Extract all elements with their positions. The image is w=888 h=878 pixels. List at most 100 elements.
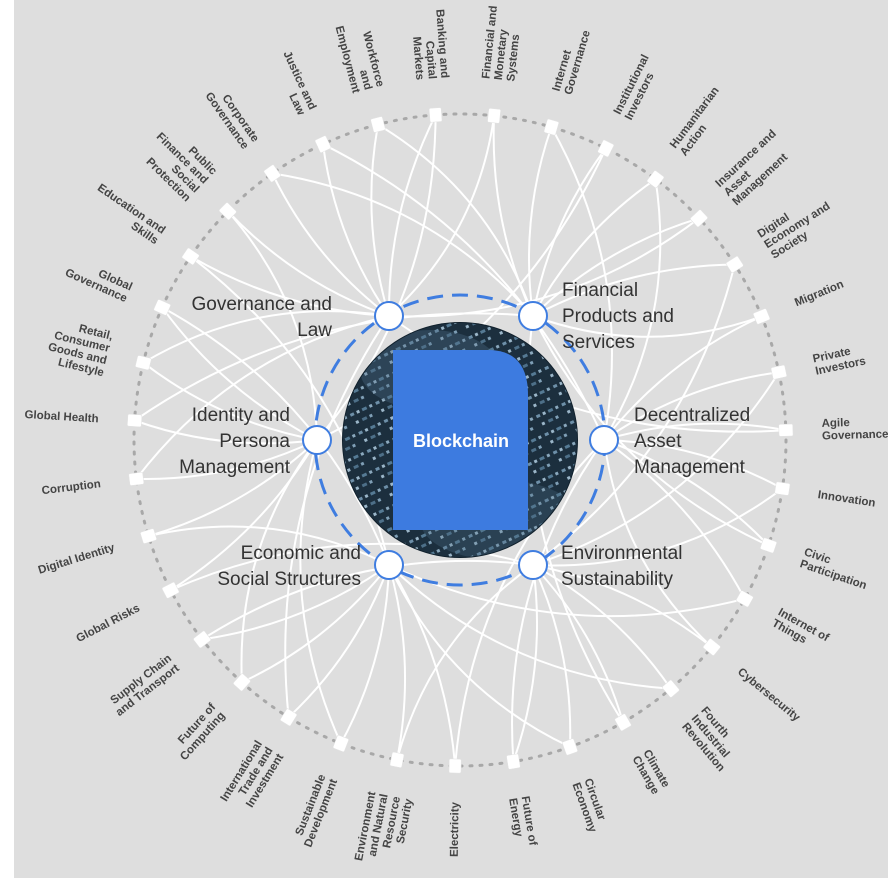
theme-label-line: Sustainability bbox=[561, 569, 673, 590]
connection-banking-and-capital-markets-gov bbox=[387, 114, 437, 317]
topic-node-digital-identity[interactable] bbox=[140, 528, 157, 544]
theme-label-line: Identity and bbox=[192, 405, 290, 426]
connection-institutional-investors-fin bbox=[532, 147, 607, 317]
topic-node-justice-and-law[interactable] bbox=[314, 135, 332, 153]
topic-node-corporate-governance[interactable] bbox=[263, 164, 281, 183]
theme-hub-financial-products-and-services[interactable] bbox=[518, 301, 548, 331]
topic-node-insurance-and-asset-management[interactable] bbox=[690, 209, 708, 228]
topic-node-international-trade-and-investment[interactable] bbox=[280, 708, 298, 727]
connection-digital-identity-idp bbox=[148, 439, 318, 538]
theme-hub-decentralized-asset-management[interactable] bbox=[589, 425, 619, 455]
connection-supply-chain-and-transport-env bbox=[201, 559, 534, 641]
topic-node-financial-and-monetary-systems[interactable] bbox=[487, 108, 501, 124]
topic-node-workforce-and-employment[interactable] bbox=[370, 116, 386, 133]
topic-label-agile-governance[interactable]: AgileGovernance bbox=[821, 416, 888, 443]
topic-node-electricity[interactable] bbox=[448, 758, 462, 774]
topic-node-environment-and-natural-resource-security[interactable] bbox=[389, 751, 405, 768]
topic-node-internet-of-things[interactable] bbox=[735, 590, 754, 608]
topic-label-private-investors[interactable]: PrivateInvestors bbox=[812, 343, 867, 378]
topic-label-environment-and-natural-resource-security[interactable]: Environmentand NaturalResourceSecurity bbox=[353, 790, 415, 869]
connection-retail-consumer-goods-and-lifestyle-idp bbox=[142, 361, 318, 441]
topic-label-financial-and-monetary-systems[interactable]: Financial andMonetarySystems bbox=[480, 5, 524, 82]
topic-label-line: and bbox=[357, 69, 374, 92]
connection-insurance-and-asset-management-fin bbox=[532, 217, 700, 317]
topic-node-cybersecurity[interactable] bbox=[702, 638, 721, 656]
topic-node-civic-participation[interactable] bbox=[760, 537, 777, 554]
topic-node-sustainable-development[interactable] bbox=[332, 734, 349, 753]
topic-label-banking-and-capital-markets[interactable]: Banking andCapitalMarkets bbox=[408, 9, 450, 81]
topic-node-global-governance[interactable] bbox=[153, 299, 171, 316]
topic-node-fourth-industrial-revolution[interactable] bbox=[662, 679, 680, 698]
connection-private-investors-dam bbox=[603, 371, 780, 441]
theme-hub-environmental-sustainability[interactable] bbox=[518, 550, 548, 580]
topic-node-education-and-skills[interactable] bbox=[181, 247, 200, 265]
topic-node-internet-governance[interactable] bbox=[543, 118, 560, 136]
connection-banking-and-capital-markets-idp bbox=[316, 114, 437, 441]
topic-node-humanitarian-action[interactable] bbox=[646, 170, 665, 189]
connection-circular-economy-ess bbox=[388, 564, 571, 748]
topic-node-migration[interactable] bbox=[753, 308, 771, 325]
topic-node-climate-change[interactable] bbox=[614, 713, 632, 732]
topic-node-global-risks[interactable] bbox=[161, 581, 180, 599]
connection-future-of-energy-dam bbox=[511, 439, 605, 762]
theme-hubs bbox=[302, 301, 619, 580]
connection-internet-governance-dam bbox=[550, 126, 613, 441]
topic-label-electricity[interactable]: Electricity bbox=[449, 801, 462, 857]
theme-label-line: Services bbox=[562, 332, 635, 353]
connection-cybersecurity-dam bbox=[603, 439, 713, 648]
theme-hub-economic-and-social-structures[interactable] bbox=[374, 550, 404, 580]
topic-node-public-finance-and-social-protection[interactable] bbox=[218, 202, 237, 221]
topic-label-global-health[interactable]: Global Health bbox=[24, 409, 99, 425]
theme-label-line: Asset bbox=[634, 431, 682, 452]
topic-node-future-of-energy[interactable] bbox=[506, 753, 521, 770]
theme-hub-identity-and-persona-management[interactable] bbox=[302, 425, 332, 455]
topic-label-line: Markets bbox=[410, 36, 425, 80]
connection-fourth-industrial-revolution-env bbox=[532, 564, 672, 690]
topic-node-institutional-investors[interactable] bbox=[597, 139, 615, 158]
connection-environment-and-natural-resource-security-env bbox=[396, 564, 534, 761]
connection-digital-economy-and-society-fin bbox=[532, 263, 735, 317]
connection-financial-and-monetary-systems-gov bbox=[388, 115, 496, 317]
topic-label-line: Electricity bbox=[449, 801, 462, 857]
topic-node-supply-chain-and-transport[interactable] bbox=[193, 630, 211, 649]
connection-future-of-computing-idp bbox=[240, 439, 318, 683]
connection-global-health-idp bbox=[134, 419, 318, 445]
topic-label-retail-consumer-goods-and-lifestyle[interactable]: Retail,ConsumerGoods andLifestyle bbox=[44, 317, 115, 380]
topic-node-innovation[interactable] bbox=[774, 481, 791, 496]
connection-civic-participation-fin bbox=[532, 315, 769, 547]
connection-electricity-ess bbox=[388, 564, 457, 767]
theme-label-line: Decentralized bbox=[634, 405, 750, 426]
connection-future-of-computing-ess bbox=[241, 564, 390, 684]
connection-supply-chain-and-transport-ess bbox=[201, 564, 390, 641]
topic-node-corruption[interactable] bbox=[128, 472, 145, 486]
theme-label-line: Persona bbox=[219, 431, 290, 452]
connection-cybersecurity-env bbox=[532, 564, 713, 648]
topic-node-global-health[interactable] bbox=[127, 413, 143, 428]
connection-global-risks-idp bbox=[170, 439, 318, 592]
connection-agile-governance-dam bbox=[603, 422, 787, 441]
topic-node-future-of-computing[interactable] bbox=[233, 673, 251, 692]
connection-global-governance-idp bbox=[161, 306, 318, 441]
theme-label-line: Management bbox=[179, 457, 291, 478]
topic-node-banking-and-capital-markets[interactable] bbox=[428, 107, 443, 123]
connection-environment-and-natural-resource-security-ess bbox=[388, 564, 407, 761]
topic-node-agile-governance[interactable] bbox=[778, 423, 794, 437]
topic-node-circular-economy[interactable] bbox=[562, 738, 578, 756]
connection-sustainable-development-idp bbox=[299, 439, 342, 744]
topic-label-line: Agile bbox=[821, 417, 849, 430]
topic-node-private-investors[interactable] bbox=[770, 364, 787, 380]
theme-hub-governance-and-law[interactable] bbox=[374, 301, 404, 331]
theme-label-line: Products and bbox=[562, 306, 674, 327]
theme-label-line: Management bbox=[634, 457, 746, 478]
topic-label-line: Banking and bbox=[433, 9, 450, 79]
topic-node-retail-consumer-goods-and-lifestyle[interactable] bbox=[135, 355, 152, 371]
topic-node-digital-economy-and-society[interactable] bbox=[725, 255, 744, 274]
